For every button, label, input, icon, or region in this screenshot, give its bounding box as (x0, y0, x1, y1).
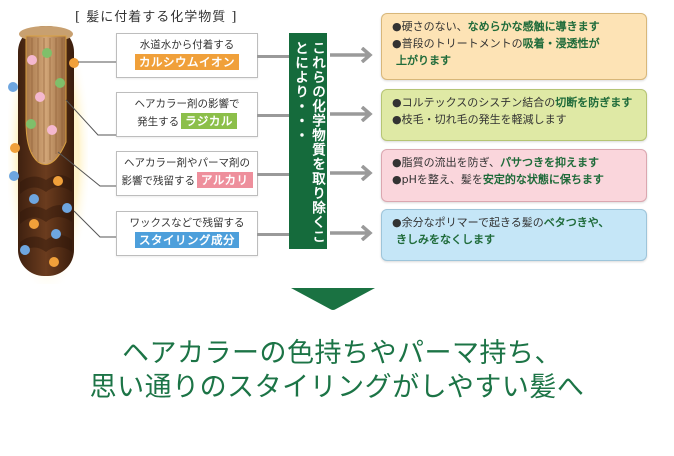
styling-particle (51, 229, 61, 239)
result-line: ●pHを整え、髪を安定的な状態に保ちます (392, 171, 638, 188)
source-desc: ワックスなどで残留する (129, 217, 245, 229)
calcium-particle (49, 257, 59, 267)
connector-line (257, 233, 289, 236)
result-text: ●余分なポリマーで起きる髪の (392, 216, 544, 229)
result-highlight: きしみをなくします (396, 233, 495, 246)
radical-particle (26, 119, 36, 129)
hair-strand-illustration (8, 22, 88, 284)
source-desc: ヘアカラー剤やパーマ剤の (124, 157, 250, 169)
result-highlight: 上がります (396, 54, 451, 67)
result-highlight: 安定的な状態に保ちます (482, 173, 604, 186)
right-arrow-icon (330, 165, 373, 181)
source-box-calcium: 水道水から付着する カルシウムイオン (116, 33, 258, 78)
calcium-particle (69, 58, 79, 68)
styling-particle (9, 171, 19, 181)
radical-particle (55, 78, 65, 88)
cuticle-layers (20, 175, 72, 254)
right-arrow-icon (330, 106, 373, 122)
source-tag-alkali: アルカリ (196, 172, 253, 188)
alkali-particle (47, 125, 57, 135)
source-box-radical: ヘアカラー剤の影響で 発生するラジカル (116, 92, 258, 137)
result-line: ●余分なポリマーで起きる髪のベタつきや、 (392, 214, 638, 231)
source-box-alkali: ヘアカラー剤やパーマ剤の 影響で残留するアルカリ (116, 151, 258, 196)
calcium-particle (10, 143, 20, 153)
result-line: ●硬さのない、なめらかな感触に導きます (392, 18, 638, 35)
conclusion-text: ヘアカラーの色持ちやパーマ持ち、 思い通りのスタイリングがしやすい髪へ (0, 337, 674, 405)
result-box-protect: ●コルテックスのシスチン結合の切断を防ぎます ●枝毛・切れ毛の発生を軽減します (381, 89, 647, 141)
result-highlight: ベタつきや、 (543, 216, 610, 229)
result-text: ●脂質の流出を防ぎ、 (392, 156, 501, 169)
result-text: ●枝毛・切れ毛の発生を軽減します (392, 113, 567, 126)
result-line: ●枝毛・切れ毛の発生を軽減します (392, 111, 638, 128)
down-triangle-icon (291, 288, 375, 310)
result-text: ●普段のトリートメントの (392, 37, 523, 50)
source-tag-styling: スタイリング成分 (135, 232, 239, 248)
result-line: ●コルテックスのシスチン結合の切断を防ぎます (392, 94, 638, 111)
result-highlight: パサつきを抑えます (500, 156, 600, 169)
styling-particle (62, 203, 72, 213)
removal-callout: これらの化学物質を取り除くことにより・・・ (289, 33, 327, 249)
section-title: [ 髪に付着する化学物質 ] (75, 10, 238, 25)
result-highlight: 切断を防ぎます (555, 96, 633, 109)
source-tag-calcium: カルシウムイオン (135, 54, 239, 70)
source-box-styling: ワックスなどで残留する スタイリング成分 (116, 211, 258, 256)
result-highlight: なめらかな感触に導きます (467, 20, 600, 33)
result-text: ●pHを整え、髪を (392, 173, 483, 186)
right-arrow-icon (330, 225, 373, 241)
source-tag-radical: ラジカル (181, 113, 237, 129)
right-arrow-icon (330, 47, 373, 63)
source-desc-2: 発生する (137, 116, 180, 128)
result-box-stabilize: ●脂質の流出を防ぎ、パサつきを抑えます●pHを整え、髪を安定的な状態に保ちます (381, 149, 647, 202)
result-box-smooth: ●硬さのない、なめらかな感触に導きます●普段のトリートメントの吸着・浸透性が上が… (381, 13, 647, 80)
source-desc: 水道水から付着する (139, 39, 235, 51)
connector-line (257, 173, 289, 176)
result-line: ●脂質の流出を防ぎ、パサつきを抑えます (392, 154, 638, 171)
result-highlight: 吸着・浸透性が (522, 37, 600, 50)
result-line: 上がります (392, 52, 638, 69)
styling-particle (20, 245, 30, 255)
connector-line (257, 114, 289, 117)
conclusion-line-2: 思い通りのスタイリングがしやすい髪へ (89, 372, 585, 403)
source-desc: ヘアカラー剤の影響で (134, 98, 240, 110)
alkali-particle (27, 55, 37, 65)
result-line: ●普段のトリートメントの吸着・浸透性が (392, 35, 638, 52)
result-box-clean: ●余分なポリマーで起きる髪のベタつきや、きしみをなくします (381, 209, 647, 261)
source-desc-2: 影響で残留する (121, 175, 195, 187)
styling-particle (8, 82, 18, 92)
connector-line (257, 55, 289, 58)
radical-particle (42, 48, 52, 58)
calcium-particle (53, 176, 63, 186)
result-line: きしみをなくします (392, 231, 638, 248)
result-text: ●硬さのない、 (392, 20, 468, 33)
calcium-particle (29, 219, 39, 229)
styling-particle (29, 194, 39, 204)
conclusion-line-1: ヘアカラーの色持ちやパーマ持ち、 (122, 338, 562, 369)
alkali-particle (35, 92, 45, 102)
result-text: ●コルテックスのシスチン結合の (392, 96, 556, 109)
